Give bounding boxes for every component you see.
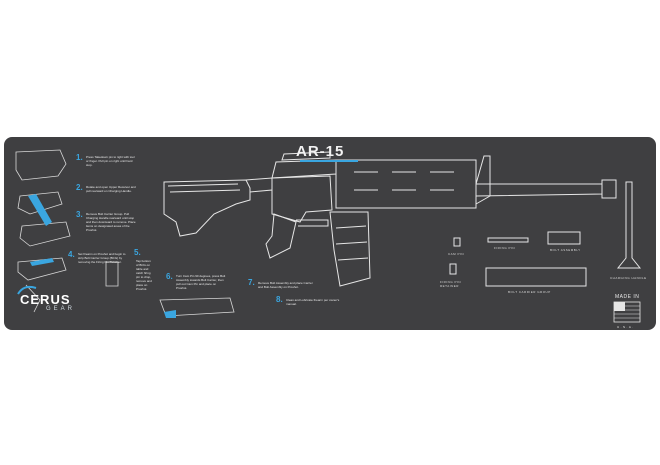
cleaning-mat	[4, 137, 656, 330]
part-label-bolt-carrier-group: BOLT CARRIER GROUP	[508, 290, 551, 294]
flag-icon	[613, 301, 641, 323]
step-2-number: 2.	[76, 183, 83, 192]
step-3-number: 3.	[76, 210, 83, 219]
title-underline	[300, 160, 358, 162]
mat-title: AR-15	[296, 143, 345, 160]
step-4-text: Set firearm on Proshot and begin to stri…	[78, 252, 126, 264]
step-7-text: Remove Bolt Assembly and place Carrier a…	[258, 281, 313, 289]
step-4-number: 4.	[68, 250, 75, 259]
firing-pin-retainer-shape	[449, 263, 457, 275]
part-label-firing-pin: FIRING PIN	[494, 246, 516, 250]
part-label-charging-handle: CHARGING HANDLE	[610, 276, 647, 280]
part-label-cam-pin: CAM PIN	[448, 252, 465, 256]
made-in-label: MADE IN	[615, 294, 640, 300]
part-label-firing-pin-retainer: FIRING PIN RETAINER	[440, 280, 462, 288]
brand-logo-sub: GEAR	[46, 306, 76, 312]
part-label-bolt-assembly: BOLT ASSEMBLY	[550, 248, 581, 252]
accent-highlights	[28, 194, 176, 318]
step-5-number: 5.	[134, 248, 141, 257]
step-illustrations	[15, 149, 235, 317]
step-1-text: Press Takedown pin to right with tool or…	[86, 155, 135, 167]
step-2-text: Rotate and open Upper Receiver and pull …	[86, 185, 136, 193]
firing-pin-shape	[487, 237, 529, 243]
step-8-number: 8.	[276, 295, 283, 304]
bolt-carrier-shape	[485, 267, 587, 287]
step-6-text: Turn Cam Pin 90 degrees, press Bolt Asse…	[176, 274, 226, 290]
bolt-assembly-shape	[547, 231, 581, 245]
step-6-number: 6.	[166, 272, 173, 281]
step-1-number: 1.	[76, 153, 83, 162]
charging-handle-shape	[616, 181, 642, 269]
rifle-drawing	[163, 151, 617, 287]
step-7-number: 7.	[248, 278, 255, 287]
cam-pin-shape	[453, 237, 461, 247]
step-5-text: Tap bottom of BCG on table and catch fir…	[136, 259, 152, 291]
logo-swoosh-icon	[17, 285, 37, 295]
country-label: U.S.A.	[617, 325, 635, 329]
parts-drawings	[449, 181, 642, 287]
brand-logo: CERUS	[20, 292, 71, 307]
step-8-text: Clean and Lubricate firearm per owner's …	[286, 298, 340, 306]
step-3-text: Remove Bolt Carrier Group. Pull Charging…	[86, 212, 136, 232]
